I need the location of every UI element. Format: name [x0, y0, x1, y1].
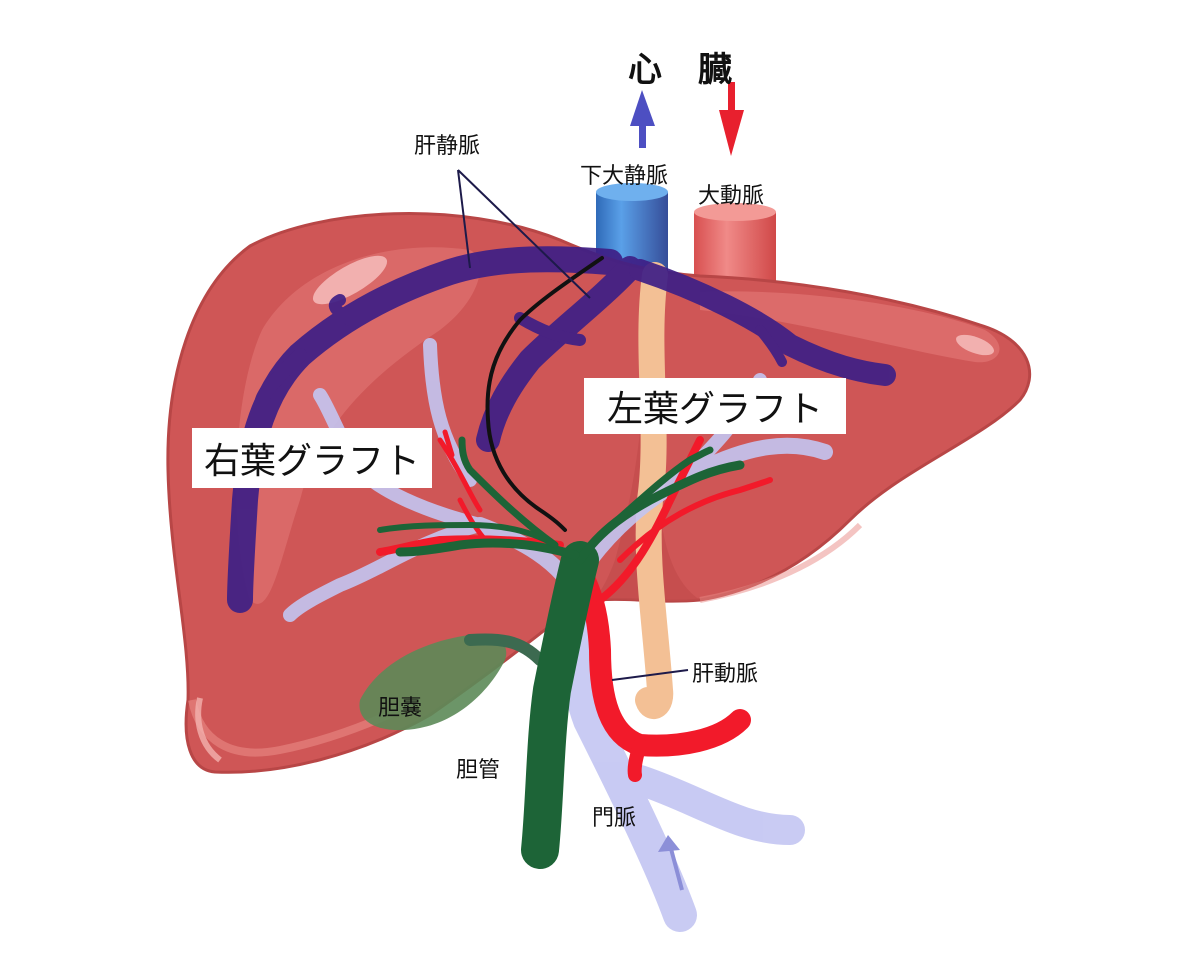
aorta: [694, 203, 776, 282]
arrow-up-to-heart: [630, 90, 655, 148]
heart-label-2: 臓: [698, 50, 732, 90]
gallbladder-label: 胆嚢: [378, 696, 423, 721]
graft-dividing-line: [485, 256, 604, 532]
aorta-label: 大動脈: [698, 184, 765, 209]
bile-duct-label: 胆管: [456, 758, 501, 783]
portal-vein-label: 門脈: [592, 806, 637, 831]
hepatic-vein-label: 肝静脈: [414, 134, 481, 159]
left-graft-label: 左葉グラフト: [584, 378, 846, 434]
label-leader-lines: [457, 169, 689, 681]
hepatic-veins: [227, 246, 896, 613]
hepatic-artery-label: 肝動脈: [692, 662, 759, 687]
bile-duct: [377, 436, 745, 869]
heart-label-1: 心: [628, 50, 662, 90]
portal-flow-arrow: [668, 844, 684, 891]
right-graft-label: 右葉グラフト: [192, 428, 432, 488]
arrow-down-from-heart: [719, 82, 744, 156]
ivc-label: 下大静脈: [580, 164, 669, 189]
gallbladder: [359, 633, 546, 731]
